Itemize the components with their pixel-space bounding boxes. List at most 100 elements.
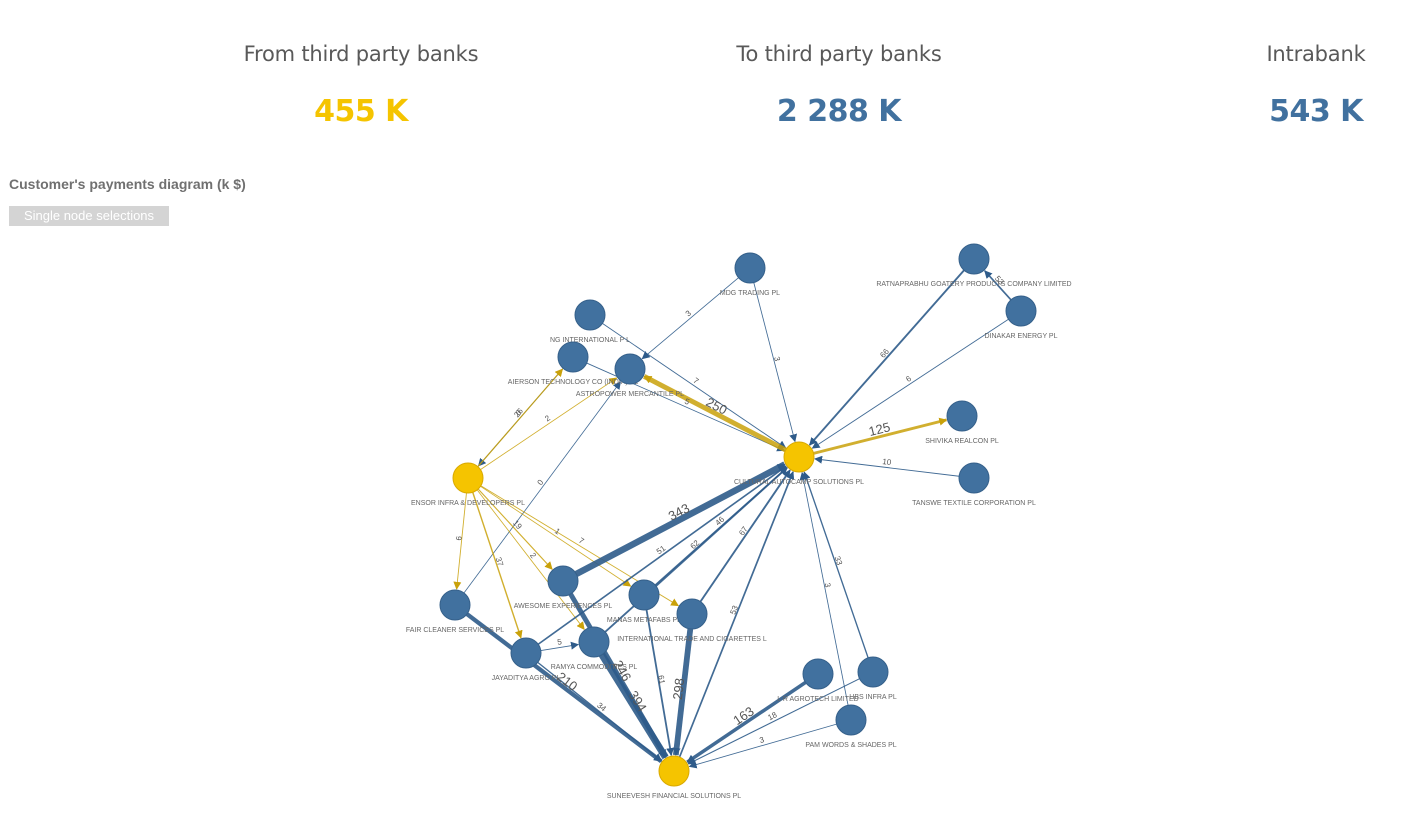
node-circle[interactable] bbox=[835, 704, 867, 736]
node-ramya[interactable]: RAMYA COMMODITIES PL bbox=[551, 626, 638, 671]
node-tanswe[interactable]: TANSWE TEXTILE CORPORATION PL bbox=[912, 462, 1036, 507]
node-circle[interactable] bbox=[676, 598, 708, 630]
node-circle[interactable] bbox=[1005, 295, 1037, 327]
node-label: RAMYA COMMODITIES PL bbox=[551, 664, 638, 671]
node-lr[interactable]: L R AGROTECH LIMITED bbox=[777, 658, 859, 703]
node-jayaditya[interactable]: JAYADITYA AGRO PL bbox=[492, 637, 561, 682]
kpi-to-third-party: To third party banks 2 288 K bbox=[689, 0, 989, 129]
edge-label: 343 bbox=[666, 500, 692, 523]
edge-awesome-cult bbox=[574, 461, 787, 577]
edge-label: 19 bbox=[511, 518, 524, 531]
kpi-label: From third party banks bbox=[243, 42, 479, 66]
kpi-from-third-party: From third party banks 455 K bbox=[211, 0, 511, 129]
edge-ensor-manas bbox=[480, 485, 632, 587]
node-circle[interactable] bbox=[578, 626, 610, 658]
node-shivika[interactable]: SHIVIKA REALCON PL bbox=[925, 400, 999, 445]
node-label: SHIVIKA REALCON PL bbox=[925, 438, 999, 445]
edge-mdg-cult bbox=[753, 282, 798, 443]
node-circle[interactable] bbox=[658, 755, 690, 787]
edge-label: 163 bbox=[730, 703, 756, 728]
edge-label: 7 bbox=[692, 376, 701, 386]
edge-dinakar-cult bbox=[811, 318, 1009, 449]
edge-tanswe-cult bbox=[814, 455, 960, 477]
edge-label: 7 bbox=[577, 536, 586, 546]
node-awesome[interactable]: AWESOME EXPERIENCES PL bbox=[514, 565, 613, 610]
single-node-selection-button[interactable]: Single node selections bbox=[9, 206, 169, 226]
edge-jayaditya-cult bbox=[537, 465, 787, 645]
node-manas[interactable]: MANAS METAFABS PL bbox=[607, 579, 681, 624]
node-circle[interactable] bbox=[628, 579, 660, 611]
node-label: JAYADITYA AGRO PL bbox=[492, 675, 561, 682]
edge-pam-cult bbox=[799, 471, 849, 706]
kpi-intrabank: Intrabank 543 K bbox=[1166, 0, 1410, 129]
edge-manas-suneevesh bbox=[645, 609, 675, 757]
edge-label: 1 bbox=[553, 526, 562, 536]
node-mdg[interactable]: MDG TRADING PL bbox=[720, 252, 780, 297]
node-label: SUNEEVESH FINANCIAL SOLUTIONS PL bbox=[607, 793, 741, 800]
edge-label: 3 bbox=[758, 735, 765, 745]
edge-label: 2 bbox=[543, 413, 552, 423]
node-label: FAIR CLEANER SERVICES PL bbox=[406, 627, 504, 634]
node-ng[interactable]: NG INTERNATIONAL P L bbox=[550, 299, 630, 344]
node-circle[interactable] bbox=[946, 400, 978, 432]
edge-cult-astro bbox=[643, 374, 787, 453]
edge-fair-suneevesh bbox=[465, 612, 663, 764]
node-ensor[interactable]: ENSOR INFRA & DEVELOPERS PL bbox=[411, 462, 525, 507]
node-circle[interactable] bbox=[734, 252, 766, 284]
edge-label: 0 bbox=[514, 408, 524, 418]
edge-jayaditya-ramya bbox=[540, 641, 579, 652]
kpi-value: 455 K bbox=[314, 94, 408, 129]
edge-hbs-cult bbox=[802, 471, 869, 659]
node-circle[interactable] bbox=[547, 565, 579, 597]
edge-ensor-ramya bbox=[476, 489, 585, 630]
edge-fair-astro bbox=[463, 381, 621, 594]
kpi-value: 543 K bbox=[1269, 94, 1363, 129]
edge-label: 53 bbox=[728, 604, 740, 616]
edge-label: 250 bbox=[703, 394, 729, 417]
nodes-layer[interactable]: MDG TRADING PL RATNAPRABHU GOATERY PRODUC… bbox=[406, 243, 1072, 800]
node-circle[interactable] bbox=[958, 243, 990, 275]
node-label: TANSWE TEXTILE CORPORATION PL bbox=[912, 500, 1036, 507]
node-circle[interactable] bbox=[510, 637, 542, 669]
node-circle[interactable] bbox=[439, 589, 471, 621]
edge-mdg-astro bbox=[641, 277, 739, 360]
node-ratna[interactable]: RATNAPRABHU GOATERY PRODUCTS COMPANY LIM… bbox=[876, 243, 1072, 288]
node-label: CULTURAL AUTOCAMP SOLUTIONS PL bbox=[734, 479, 864, 486]
node-astro[interactable]: ASTROPOWER MERCANTILE PL bbox=[576, 353, 684, 398]
edge-label: 51 bbox=[655, 543, 668, 556]
edge-suneevesh-cult bbox=[678, 471, 795, 758]
edge-pam-suneevesh bbox=[688, 723, 837, 769]
node-circle[interactable] bbox=[958, 462, 990, 494]
node-circle[interactable] bbox=[802, 658, 834, 690]
edge-cult-shivika bbox=[813, 417, 948, 455]
node-fair[interactable]: FAIR CLEANER SERVICES PL bbox=[406, 589, 504, 634]
node-label: MDG TRADING PL bbox=[720, 290, 780, 297]
node-hbs[interactable]: HBS INFRA PL bbox=[849, 656, 897, 701]
node-label: MANAS METAFABS PL bbox=[607, 617, 681, 624]
edge-label: 6 bbox=[904, 374, 913, 384]
node-circle[interactable] bbox=[614, 353, 646, 385]
edge-intl-suneevesh bbox=[672, 628, 694, 756]
node-dinakar[interactable]: DINAKAR ENERGY PL bbox=[984, 295, 1058, 340]
node-suneevesh[interactable]: SUNEEVESH FINANCIAL SOLUTIONS PL bbox=[607, 755, 741, 800]
edge-label: 10 bbox=[882, 457, 892, 467]
node-circle[interactable] bbox=[783, 441, 815, 473]
node-circle[interactable] bbox=[452, 462, 484, 494]
edges-layer bbox=[453, 269, 1012, 769]
node-intl[interactable]: INTERNATIONAL TRADE AND CIGARETTES L bbox=[617, 598, 767, 643]
node-circle[interactable] bbox=[857, 656, 889, 688]
node-circle[interactable] bbox=[574, 299, 606, 331]
edge-label: 66 bbox=[878, 347, 891, 360]
edge-label: 26 bbox=[512, 406, 525, 419]
edge-label: 37 bbox=[494, 556, 506, 568]
edge-ensor-fair bbox=[453, 492, 467, 590]
node-label: AIERSON TECHNOLOGY CO (INDIA) PL bbox=[508, 379, 639, 386]
node-aierson[interactable]: AIERSON TECHNOLOGY CO (INDIA) PL bbox=[508, 341, 639, 386]
edge-ratna-cult bbox=[808, 269, 965, 446]
node-cult[interactable]: CULTURAL AUTOCAMP SOLUTIONS PL bbox=[734, 441, 864, 486]
edge-label: 2 bbox=[528, 551, 538, 560]
node-pam[interactable]: PAM WORDS & SHADES PL bbox=[805, 704, 897, 749]
edge-label: 125 bbox=[867, 419, 892, 439]
node-circle[interactable] bbox=[557, 341, 589, 373]
